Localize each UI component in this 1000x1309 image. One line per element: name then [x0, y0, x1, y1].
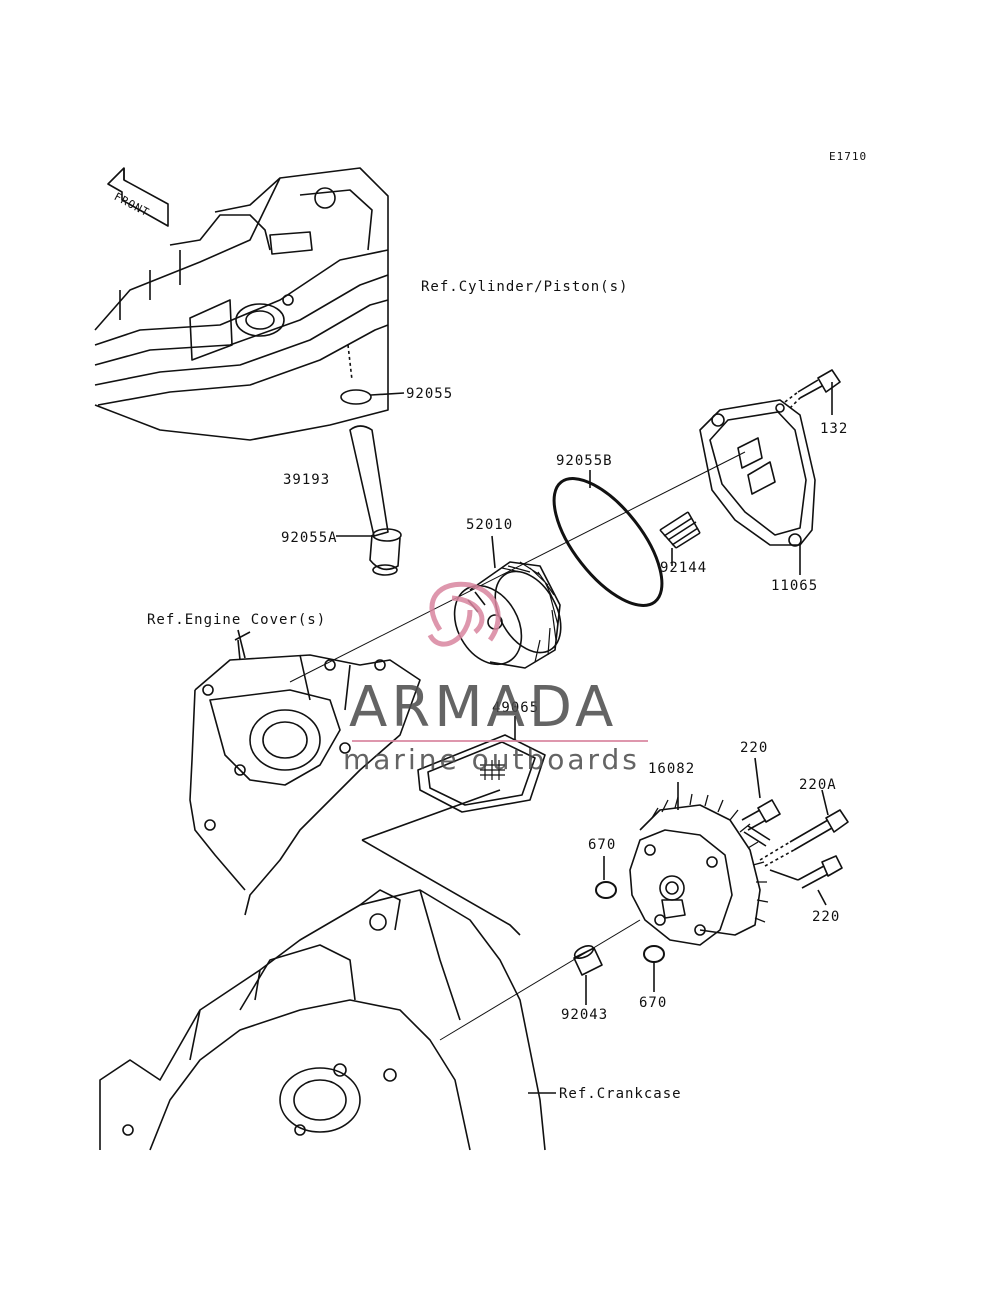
cylinder-head-part — [94, 167, 389, 441]
filter-cover-11065 — [699, 399, 816, 547]
oil-pump-16082 — [629, 793, 769, 946]
part-label-92043: 92043 — [561, 1007, 609, 1023]
oil-filter-52010 — [453, 561, 562, 669]
o-ring-92055B — [552, 477, 664, 607]
part-label-670-top: 670 — [588, 837, 617, 853]
part-label-49065: 49065 — [492, 700, 540, 716]
part-label-92055B: 92055B — [556, 453, 613, 469]
front-arrow-icon — [107, 167, 169, 227]
o-ring-670-top — [595, 881, 617, 899]
ref-crankcase-label: Ref.Crankcase — [559, 1086, 682, 1102]
part-label-16082: 16082 — [648, 761, 696, 777]
ref-engine-cover-label: Ref.Engine Cover(s) — [147, 612, 327, 628]
part-label-52010: 52010 — [466, 517, 514, 533]
bolt-220A — [759, 809, 849, 867]
part-label-92055A: 92055A — [281, 530, 338, 546]
part-label-670-bottom: 670 — [639, 995, 668, 1011]
watermark-logo-icon — [427, 581, 501, 647]
spring-92144 — [659, 511, 701, 549]
pipe-39193 — [349, 425, 402, 576]
o-ring-670-bottom — [643, 945, 665, 963]
crankcase-part — [99, 889, 546, 1151]
part-label-220A: 220A — [799, 777, 837, 793]
diagram-code: E1710 — [829, 150, 868, 163]
engine-cover-part — [189, 631, 421, 916]
bolt-220-top — [741, 799, 781, 847]
part-label-92144: 92144 — [660, 560, 708, 576]
watermark-name: ARMADA — [349, 675, 618, 740]
o-ring-92055 — [340, 389, 372, 405]
bolt-132 — [784, 369, 841, 409]
dowel-pin-92043 — [573, 945, 603, 976]
watermark-tagline: marine outboards — [343, 743, 640, 776]
part-label-220-top: 220 — [740, 740, 769, 756]
bolt-220-bottom — [769, 855, 843, 889]
part-label-92055: 92055 — [406, 386, 454, 402]
part-label-11065: 11065 — [771, 578, 819, 594]
part-label-39193: 39193 — [283, 472, 331, 488]
part-label-132: 132 — [820, 421, 849, 437]
part-label-220-bottom: 220 — [812, 909, 841, 925]
ref-cylinder-label: Ref.Cylinder/Piston(s) — [421, 279, 629, 295]
